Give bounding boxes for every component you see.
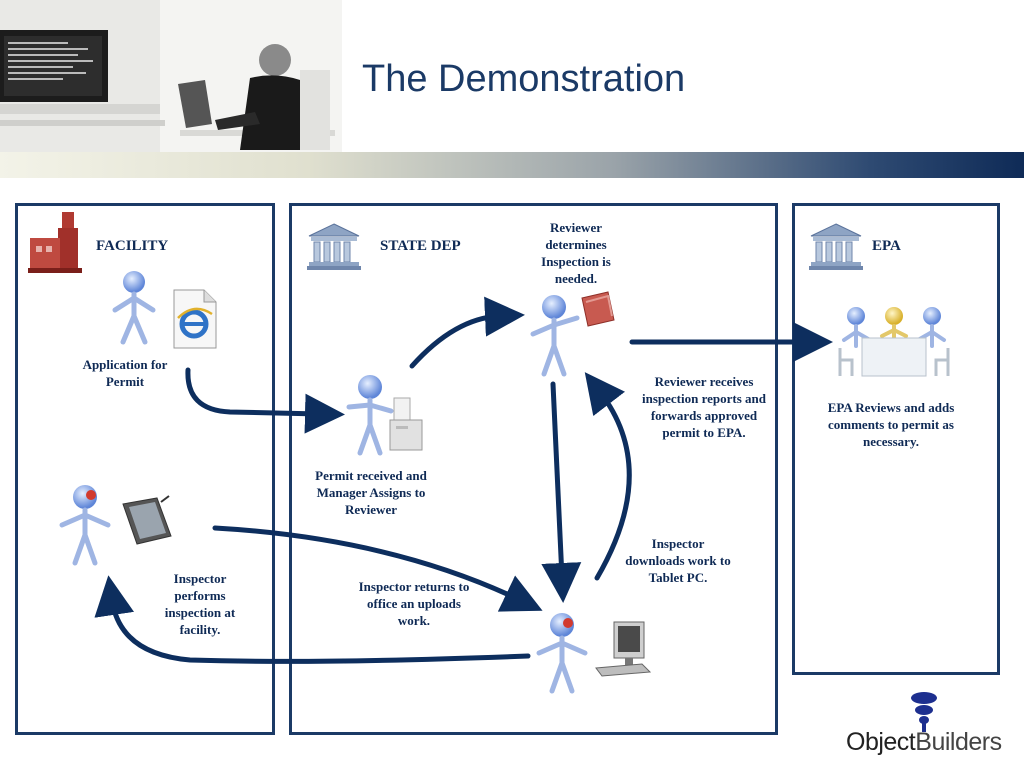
reviewer-person-icon <box>530 295 580 377</box>
factory-icon <box>28 212 82 273</box>
facility-header: FACILITY <box>96 238 169 254</box>
applicant-person-icon <box>112 271 156 345</box>
folder-icon <box>581 291 615 327</box>
office-inspector-person-icon <box>536 613 588 694</box>
desktop-computer-icon <box>595 621 652 677</box>
web-document-icon <box>173 289 217 349</box>
application-label: Application for Permit <box>82 357 168 389</box>
objectbuilders-logo-text: ObjectBuilders <box>846 728 1002 756</box>
inspector-performs-label: Inspector performs inspection at facilit… <box>164 571 236 637</box>
objectbuilders-logo-icon <box>911 692 937 732</box>
epa-reviews-label: EPA Reviews and adds comments to permit … <box>827 400 955 449</box>
reviewer-receives-label: Reviewer receives inspection reports and… <box>642 374 766 440</box>
epa-panel <box>792 203 1000 675</box>
epa-header: EPA <box>872 238 901 254</box>
fax-machine-icon <box>389 397 423 451</box>
inspector-returns-label: Inspector returns to office an uploads w… <box>358 579 470 628</box>
header-band <box>0 152 1024 178</box>
field-inspector-person-icon <box>59 485 111 566</box>
inspector-downloads-label: Inspector downloads work to Tablet PC. <box>625 536 731 585</box>
permit-received-label: Permit received and Manager Assigns to R… <box>315 468 427 517</box>
epa-building-icon <box>809 223 863 270</box>
reviewer-determines-label: Reviewer determines Inspection is needed… <box>541 220 611 286</box>
manager-person-icon <box>346 375 394 456</box>
tablet-pc-icon <box>122 495 172 545</box>
state-dep-header: STATE DEP <box>380 238 461 254</box>
page-title: The Demonstration <box>362 58 686 100</box>
state-building-icon <box>307 223 361 270</box>
header-photo <box>0 0 342 152</box>
epa-meeting-icon <box>838 307 950 377</box>
